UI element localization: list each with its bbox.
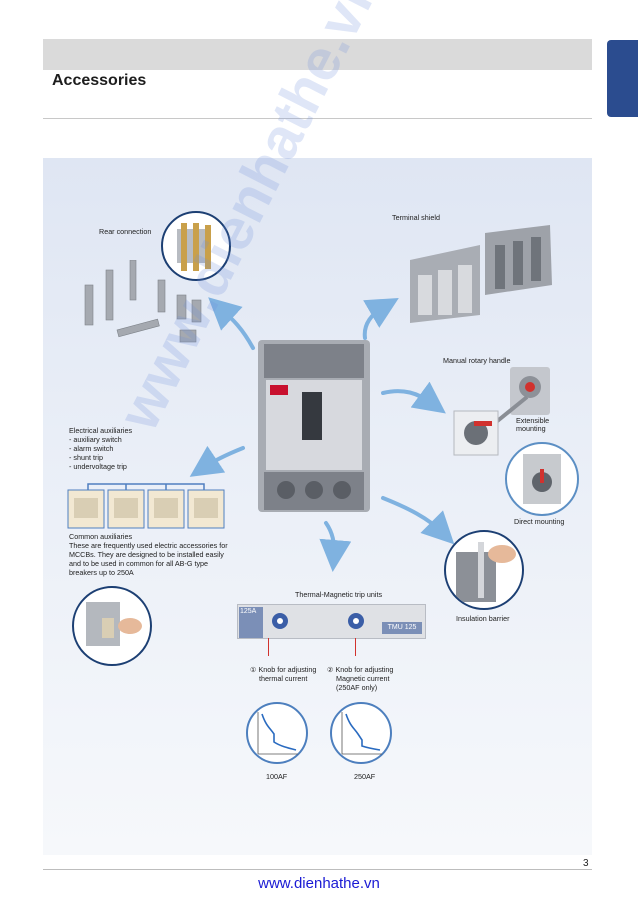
label-insulation-barrier: Insulation barrier: [456, 614, 510, 623]
curve-250af: [330, 702, 392, 764]
arrow-rear-connection: [208, 297, 255, 350]
label-100af: 100AF: [266, 772, 288, 781]
common-aux-line4: and to be used in common for all AB-G ty…: [69, 559, 209, 568]
magnetic-dial-icon[interactable]: [338, 607, 374, 637]
footer-link[interactable]: www.dienhathe.vn: [258, 875, 380, 892]
terminal-shield-image: [410, 225, 552, 323]
trip-curve-100af-icon: [257, 712, 298, 755]
page-number: 3: [583, 858, 589, 869]
aux-modules-image: [67, 483, 225, 529]
rotary-handle-image: [453, 367, 550, 456]
knob-magnetic-line3: (250AF only): [336, 683, 378, 692]
label-terminal-shield: Terminal shield: [392, 213, 440, 222]
label-thermal-magnetic: Thermal-Magnetic trip units: [295, 590, 383, 599]
arrow-trip-unit: [319, 521, 352, 572]
magnetic-knob-pointer: [355, 638, 356, 656]
chapter-tab: [607, 40, 638, 117]
arrow-rotary-handle: [381, 381, 446, 414]
label-extensible-line1: Extensible: [516, 416, 550, 425]
thermal-knob-pointer: [268, 638, 269, 656]
knob-magnetic-line1: ② Knob for adjusting: [327, 665, 394, 674]
thermal-dial-icon[interactable]: [262, 607, 298, 637]
trip-curve-250af-icon: [341, 712, 382, 755]
label-manual-rotary-handle: Manual rotary handle: [443, 356, 511, 365]
tmu-trip-unit: 125A TMU 125: [237, 604, 426, 639]
header-bar: [43, 39, 592, 70]
common-aux-line2: These are frequently used electric acces…: [69, 541, 228, 550]
insulation-barrier-zoom: [444, 530, 524, 610]
label-direct-mounting: Direct mounting: [514, 517, 565, 526]
common-aux-line3: MCCBs. They are designed to be installed…: [69, 550, 224, 559]
label-rear-connection: Rear connection: [99, 227, 152, 236]
knob-magnetic-line2: Magnetic current: [336, 674, 390, 683]
direct-mounting-zoom: [505, 442, 579, 516]
electrical-aux-line2: - auxiliary switch: [69, 435, 122, 444]
section-title: Accessories: [52, 72, 147, 89]
knob-thermal-line2: thermal current: [259, 674, 308, 683]
barrier-hand-icon: [456, 542, 516, 602]
direct-mount-handle-icon: [523, 454, 561, 504]
electrical-aux-line4: - shunt trip: [69, 453, 103, 462]
arrow-insulation: [381, 496, 455, 545]
curve-100af: [246, 702, 308, 764]
divider-bottom: [43, 869, 592, 870]
rear-connection-zoom: [161, 211, 231, 281]
arrow-terminal-shield: [362, 297, 399, 340]
electrical-aux-line5: - undervoltage trip: [69, 462, 127, 471]
arrow-layer: [189, 297, 455, 572]
install-hand-icon: [86, 602, 142, 646]
label-250af: 250AF: [354, 772, 376, 781]
knob-thermal-line1: ① Knob for adjusting: [250, 665, 317, 674]
divider-top: [43, 118, 592, 119]
common-aux-line5: breakers up to 250A: [69, 568, 134, 577]
electrical-aux-line1: Electrical auxiliaries: [69, 426, 133, 435]
electrical-aux-line3: - alarm switch: [69, 444, 114, 453]
label-extensible-line2: mounting: [516, 424, 546, 433]
arrow-electrical-aux: [189, 445, 245, 477]
rear-terminal-icon: [177, 223, 211, 271]
rear-connection-parts-image: [84, 260, 202, 343]
common-aux-install-zoom: [72, 586, 152, 666]
common-aux-line1: Common auxiliaries: [69, 532, 133, 541]
tmu-model-badge: TMU 125: [382, 622, 422, 634]
mccb-breaker-image: [258, 340, 370, 512]
tmu-rating-badge: 125A: [239, 607, 263, 638]
